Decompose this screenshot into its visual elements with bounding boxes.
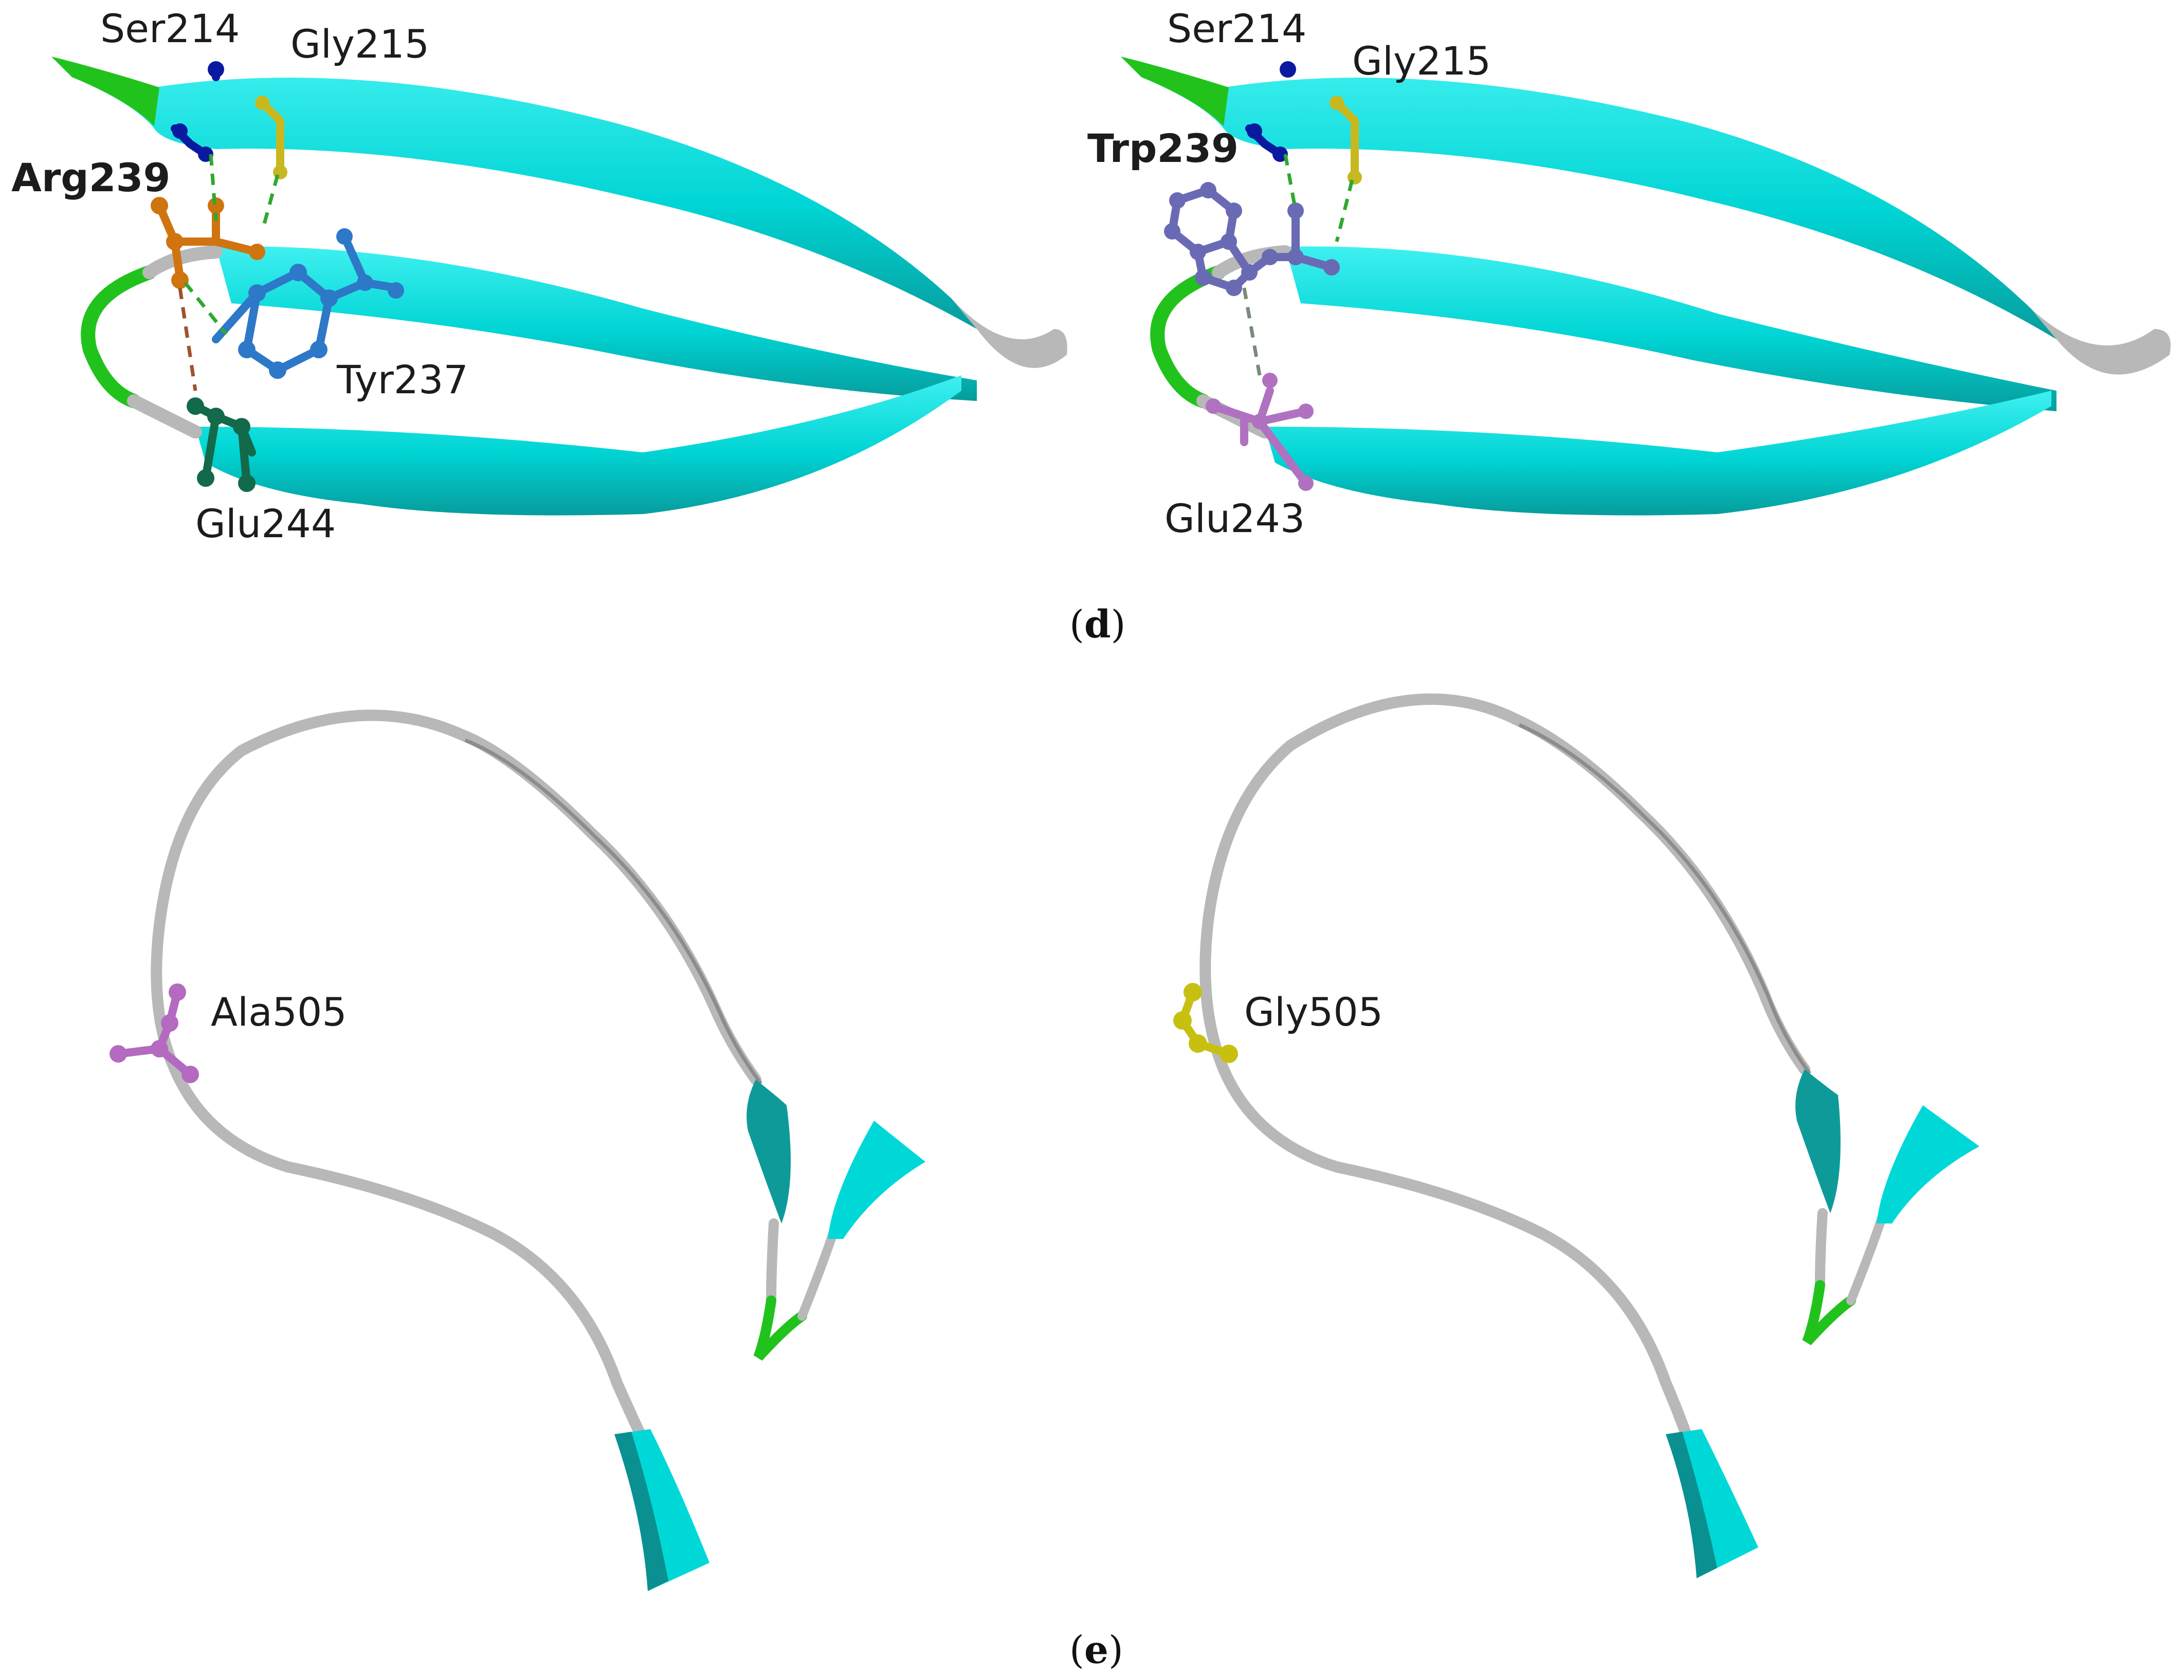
- middle-strand-variant: [1285, 246, 2056, 411]
- label-arg239: Arg239: [11, 155, 170, 200]
- lower-strand-variant: [1265, 391, 2051, 516]
- label-tyr237: Tyr237: [336, 357, 468, 403]
- hairpin-turn-variant: [1802, 1280, 1856, 1345]
- tyr237-residue: [212, 228, 404, 379]
- label-glu244: Glu244: [195, 501, 336, 546]
- label-ser214-wt: Ser214: [100, 6, 240, 51]
- glu243-residue: [1206, 373, 1314, 491]
- caption-e: (e): [1069, 1628, 1123, 1672]
- left-loop-coil: [127, 394, 202, 439]
- label-ser214-variant: Ser214: [1167, 6, 1306, 51]
- arg239-residue: [151, 197, 265, 289]
- left-loop: [81, 265, 156, 408]
- ala505-residue: [110, 983, 199, 1083]
- bottom-strand-shade: [614, 1432, 668, 1591]
- panel-e-variant: Gly505: [1173, 693, 1979, 1578]
- coil-loop: [151, 709, 761, 1455]
- label-gly215-variant: Gly215: [1352, 38, 1491, 84]
- hairpin-strand-1: [747, 1080, 791, 1224]
- ser214-residue: [171, 61, 224, 162]
- bottom-strand-shade-variant: [1666, 1432, 1717, 1578]
- trp239-residue: [1164, 182, 1340, 296]
- coil-loop-shade: [464, 738, 762, 1085]
- coil-loop-shade-variant: [1518, 723, 1811, 1075]
- glu244-residue: [187, 397, 256, 492]
- label-ala505: Ala505: [211, 989, 347, 1035]
- panel-d-wildtype: Ser214 Gly215 Arg239 Tyr237 Glu244: [11, 6, 1067, 546]
- middle-strand: [216, 246, 977, 401]
- n-terminal-tail-variant: [1121, 57, 1229, 126]
- label-gly215-wt: Gly215: [290, 21, 429, 67]
- hairpin-turn: [753, 1295, 807, 1361]
- hairpin-strand-2: [828, 1121, 925, 1239]
- left-loop-variant: [1150, 265, 1226, 408]
- hairpin-coil-2: [797, 1229, 838, 1321]
- upper-strand-end: [951, 298, 1067, 368]
- lower-strand: [195, 375, 961, 516]
- gly505-residue: [1173, 983, 1238, 1063]
- hairpin-coil-2-variant: [1846, 1214, 1886, 1305]
- panel-d-variant: Ser214 Gly215 Trp239 Glu243: [1087, 6, 2171, 541]
- label-trp239: Trp239: [1087, 125, 1239, 171]
- caption-d: (d): [1069, 602, 1126, 647]
- label-glu243: Glu243: [1164, 496, 1305, 541]
- coil-loop-variant: [1199, 693, 1810, 1455]
- gly215-residue-variant: [1330, 96, 1362, 185]
- hairpin-coil-variant: [1815, 1208, 1828, 1290]
- panel-e-wildtype: Ala505: [110, 709, 925, 1591]
- hairpin-coil: [766, 1218, 779, 1306]
- upper-strand-end-variant: [2031, 308, 2171, 375]
- label-gly505: Gly505: [1244, 989, 1383, 1035]
- hairpin-strand-2-variant: [1877, 1105, 1979, 1224]
- hairpin-strand-1-variant: [1795, 1069, 1841, 1213]
- n-terminal-tail: [51, 57, 159, 126]
- ser214-residue-variant: [1245, 61, 1296, 162]
